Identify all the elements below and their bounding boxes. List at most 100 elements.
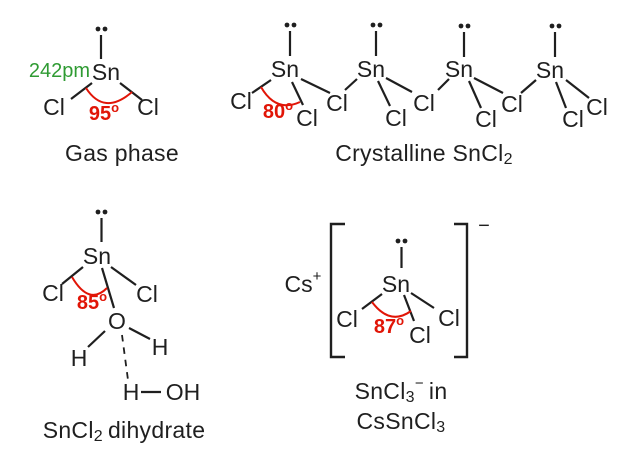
hydroxyl-label: OH [166,379,201,405]
lone-pair-dot [291,22,297,28]
caption-subscript: 2 [504,151,513,168]
bond-sn-cl [520,79,537,94]
degree-symbol: o [285,98,293,113]
bond-sn-cl-left [361,293,383,310]
tin-label: Sn [271,56,299,82]
bond-sn-cl [473,77,504,94]
plus-charge: + [313,268,322,285]
lone-pair-dot [102,26,108,32]
lone-pair [395,238,408,268]
tin-label: Sn [382,271,410,297]
chlorine-label: Cl [409,322,431,348]
bond-sn-cl [300,78,331,94]
chlorine-label: Cl [296,105,318,131]
chlorine-label: Cl [42,280,64,306]
chlorine-label: Cl [336,306,358,332]
chlorine-label: Cl [413,90,435,116]
lone-pair-dot [549,23,555,29]
bond-sn-cl-left [61,266,84,285]
bond-sn-cl [385,77,413,93]
angle-label: 85o [77,289,107,315]
caption-superscript: − [415,375,424,392]
lone-pair-dot [458,23,464,29]
bond-sn-cl [554,81,568,109]
bond-length-label: 242pm [29,60,90,82]
angle-arc [260,86,301,107]
bond-sn-cl-down [402,294,416,322]
caption-subscript: 3 [436,419,445,436]
lone-pair-dot [102,209,108,215]
hydrogen-label: H [71,345,88,371]
chlorine-label: Cl [438,305,460,331]
bond-sn-cl [291,81,304,106]
lone-pair-dot [402,238,408,244]
caption-subscript: 2 [94,428,103,445]
lone-pair [95,26,108,59]
tin-label: Sn [83,243,111,269]
chain-unit: Sn Cl Cl [520,23,608,132]
lone-pair-dot [95,209,101,215]
bracket-right [454,222,469,359]
lone-pair-dot [370,22,376,28]
crystalline-structure: Sn Cl Cl Cl 80o Sn Cl Cl Sn [230,22,608,168]
angle-arc [371,301,412,318]
chlorine-label: Cl [586,94,608,120]
caption-main: Crystalline SnCl [335,140,503,166]
angle-value: 85 [77,292,99,314]
cesium-label: Cs [285,271,313,297]
bond-sn-cl [467,80,483,109]
caption-main: dihydrate [108,417,205,443]
bond-sn-cl-right [119,82,143,101]
chain-unit: Sn Cl Cl [344,22,435,131]
tin-label: Sn [536,57,564,83]
gas-phase-structure: Sn 242pm Cl Cl 95o Gas phase [29,26,179,166]
angle-arc [71,276,108,296]
chlorine-label: Cl [137,94,159,120]
bond-o-h-right [128,327,151,340]
degree-symbol: o [396,313,404,328]
caption-main: SnCl [43,417,94,443]
cesium-salt-caption-line1: SnCl3−in [355,375,448,406]
bond-sn-cl [437,78,450,91]
bond-sn-o [100,267,116,309]
degree-symbol: o [111,100,119,115]
degree-symbol: o [99,289,107,304]
angle-label: 80o [263,98,293,124]
chlorine-label: Cl [136,281,158,307]
lone-pair-dot [95,26,101,32]
bond-sn-cl-right [110,266,137,286]
tin-label: Sn [445,56,473,82]
bond-o-h-left [87,330,106,348]
bond-sn-cl [251,79,272,94]
caption-main: SnCl [355,378,406,404]
lone-pair-dot [395,238,401,244]
dihydrate-caption: SnCl2 dihydrate [43,417,206,445]
bracket-left [329,222,345,359]
angle-label: 95o [89,100,119,126]
chain-unit: Sn Cl Cl [437,23,523,132]
chlorine-label: Cl [562,106,584,132]
minus-charge: − [478,215,490,237]
bond-sn-cl [565,79,590,99]
bond-sn-cl [344,78,358,91]
cesium-salt-structure: Cs+ − Sn Cl Cl Cl 87o SnCl3−in CsSnCl3 [285,215,490,436]
bond-sn-cl-right [410,292,435,309]
cesium-salt-caption-line2: CsSnCl3 [357,408,446,436]
cesium-cation-label: Cs+ [285,268,322,298]
lone-pair-dot [465,23,471,29]
lone-pair-dot [556,23,562,29]
lone-pair-dot [377,22,383,28]
angle-value: 87 [374,316,396,338]
chlorine-label: Cl [385,105,407,131]
angle-value: 80 [263,101,285,123]
chlorine-label: Cl [501,91,523,117]
chlorine-label: Cl [475,106,497,132]
hydrogen-label: H [152,334,169,360]
crystalline-caption: Crystalline SnCl2 [335,140,513,168]
bond-sn-cl [377,80,391,107]
caption-subscript: 3 [406,389,415,406]
lone-pair-dot [284,22,290,28]
